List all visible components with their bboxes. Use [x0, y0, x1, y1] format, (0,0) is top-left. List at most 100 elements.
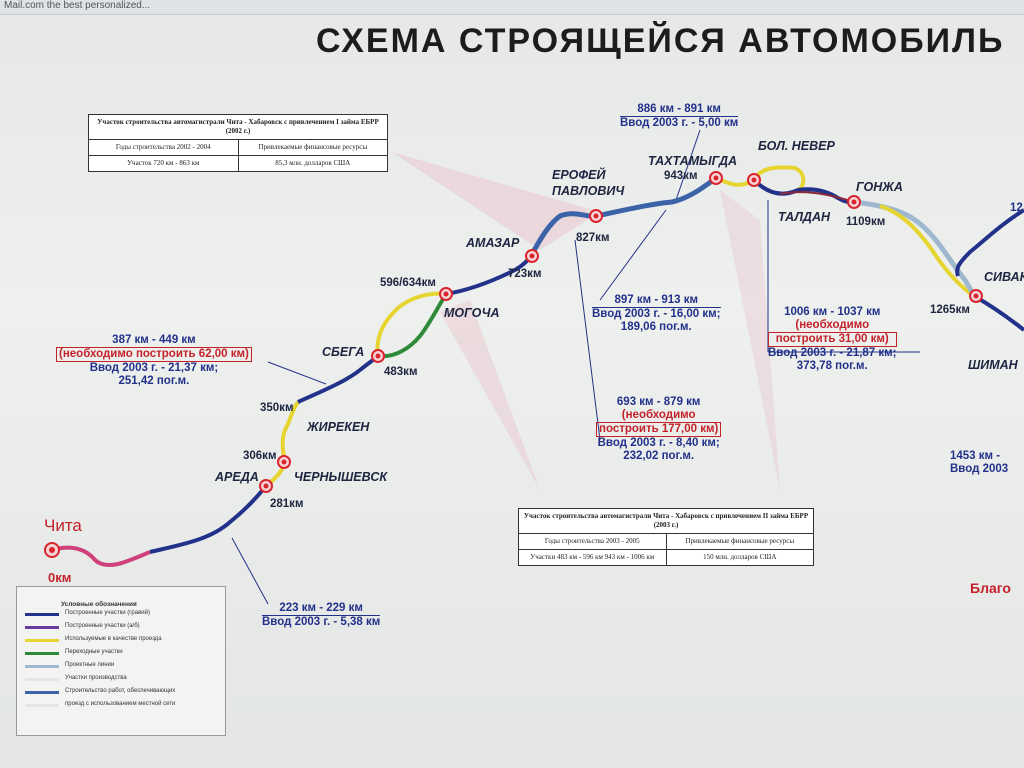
- legend-swatch: [25, 691, 59, 694]
- callout-223-input: Ввод 2003 г. - 5,38 км: [262, 616, 381, 628]
- legend-swatch: [25, 613, 59, 616]
- label-chita: Чита: [44, 516, 82, 535]
- callout-1006-need1: (необходимо: [795, 319, 870, 331]
- label-km827: 827км: [576, 232, 610, 244]
- legend-swatch: [25, 665, 59, 668]
- loan-table-2-title: Участок строительства автомагистрали Чит…: [519, 509, 813, 534]
- label-shiman: ШИМАН: [968, 358, 1018, 372]
- route-blue-8: [973, 294, 1024, 332]
- legend-title: Условные обозначения: [61, 601, 137, 608]
- callout-693-range: 693 км - 879 км: [616, 396, 701, 408]
- legend-item-label: Строительство работ, обеспечивающих: [65, 688, 176, 694]
- callout-886: 886 км - 891 км Ввод 2003 г. - 5,00 км: [620, 103, 739, 130]
- label-km483: 483км: [384, 366, 418, 378]
- label-blago: Благо: [970, 580, 1011, 596]
- callout-886-input: Ввод 2003 г. - 5,00 км: [620, 117, 739, 129]
- legend-item-label: проезд с использованием местной сети: [65, 701, 176, 707]
- loan-table-1-col2-val: 85,3 млн. долларов США: [237, 156, 388, 171]
- legend-item: Построенные участки (а/б): [17, 621, 225, 634]
- legend-item-label: Переходные участки: [65, 649, 123, 655]
- label-zero-km: 0км: [48, 570, 72, 585]
- label-km281: 281км: [270, 498, 304, 510]
- legend-item-label: Построенные участки (а/б): [65, 623, 140, 629]
- legend-item: Проектные линии: [17, 660, 225, 673]
- browser-toolbar: Mail.com the best personalized...: [0, 0, 1024, 15]
- label-erofey-1: ЕРОФЕЙ: [552, 168, 606, 182]
- callout-223-range: 223 км - 229 км: [262, 602, 381, 616]
- route-yellow-2: [375, 291, 447, 357]
- pointer-886: [675, 129, 701, 201]
- callout-693-input: Ввод 2003 г. - 8,40 км;: [597, 437, 720, 449]
- label-erofey-2: ПАВЛОВИЧ: [552, 184, 625, 198]
- loan-table-2-col2-val: 150 млн. долларов США: [665, 550, 814, 565]
- loan-table-2-col1-head: Годы строительства 2003 - 2005: [544, 537, 640, 545]
- loan-table-1-col1-val: Участок 720 км - 863 км: [127, 159, 200, 167]
- label-zhireken: ЖИРЕКЕН: [307, 420, 370, 434]
- legend-item-label: Участки производства: [65, 675, 127, 681]
- station-marker-sivak: [969, 289, 983, 303]
- legend-swatch: [25, 652, 59, 655]
- label-sivak: СИВАК: [984, 270, 1024, 284]
- callout-387-extra: 251,42 пог.м.: [118, 375, 190, 387]
- label-mogocha: МОГОЧА: [444, 306, 500, 320]
- route-red-6: [779, 191, 855, 203]
- callout-693-need2: построить 177,00 км): [596, 422, 722, 437]
- callout-387: 387 км - 449 км (необходимо построить 62…: [56, 334, 252, 388]
- legend-item: Используемые в качестве проезда: [17, 634, 225, 647]
- route-green: [377, 292, 448, 359]
- loan-table-1: Участок строительства автомагистрали Чит…: [88, 114, 388, 172]
- callout-wedge-table2-left: [440, 300, 540, 490]
- pointer-223: [231, 537, 269, 605]
- label-taldan: ТАЛДАН: [778, 210, 831, 224]
- label-chernyshevsk: ЧЕРНЫШЕВСК: [294, 470, 388, 484]
- callout-897-input: Ввод 2003 г. - 16,00 км;: [592, 308, 721, 320]
- pointer-693: [574, 239, 601, 441]
- route-blue-1: [149, 484, 268, 554]
- callout-693-need1: (необходимо: [621, 409, 696, 421]
- callout-1453-input: Ввод 2003: [950, 463, 1009, 475]
- callout-1453-range: 1453 км -: [950, 450, 1001, 462]
- legend-swatch: [25, 704, 59, 707]
- callout-693-extra: 232,02 пог.м.: [623, 450, 695, 462]
- legend-swatch: [25, 678, 59, 681]
- route-yellow-4: [752, 165, 806, 192]
- label-takhtamygda: ТАХТАМЫГДА: [648, 154, 738, 168]
- callout-897: 897 км - 913 км Ввод 2003 г. - 16,00 км;…: [592, 294, 721, 334]
- callout-1006-need2: построить 31,00 км): [768, 332, 897, 347]
- route-yellow-1: [264, 400, 300, 488]
- label-sbega: СБЕГА: [322, 345, 365, 359]
- callout-223: 223 км - 229 км Ввод 2003 г. - 5,38 км: [262, 602, 381, 629]
- callout-387-range: 387 км - 449 км: [112, 334, 196, 346]
- route-blue-5: [595, 175, 718, 219]
- legend-item: Строительство работ, обеспечивающих: [17, 686, 225, 699]
- pointer-387: [267, 361, 327, 385]
- station-marker-amazar: [525, 249, 539, 263]
- station-marker-takhtamygda: [709, 171, 723, 185]
- legend-items: Построенные участки (гравий) Построенные …: [17, 608, 225, 712]
- station-marker-sbega: [371, 349, 385, 363]
- station-marker-erofey: [589, 209, 603, 223]
- station-marker-chita: [44, 542, 60, 558]
- loan-table-1-col1-head: Годы строительства 2002 - 2004: [115, 143, 211, 151]
- callout-387-need: (необходимо построить 62,00 км): [56, 347, 252, 362]
- legend-item-label: Построенные участки (гравий): [65, 610, 150, 616]
- label-km306: 306км: [243, 450, 277, 462]
- loan-table-1-head-row: Годы строительства 2002 - 2004 Привлекае…: [89, 140, 387, 156]
- legend-item: Построенные участки (гравий): [17, 608, 225, 621]
- legend-item-label: Используемые в качестве проезда: [65, 636, 162, 642]
- callout-1006-input: Ввод 2003 г. - 21,87 км;: [768, 347, 897, 359]
- callout-1006-extra: 373,78 пог.м.: [796, 360, 868, 372]
- label-bol-never: БОЛ. НЕВЕР: [758, 139, 835, 153]
- callout-1006-range: 1006 км - 1037 км: [784, 306, 881, 318]
- legend-item: проезд с использованием местной сети: [17, 699, 225, 712]
- loan-table-2-col1-val: Участки 483 км - 596 км 943 км - 1006 км: [530, 553, 655, 561]
- label-km723: 723км: [508, 268, 542, 280]
- callout-387-input: Ввод 2003 г. - 21,37 км;: [89, 362, 219, 374]
- route-blue-4: [529, 211, 597, 256]
- legend-swatch: [25, 626, 59, 629]
- browser-tab-text[interactable]: Mail.com the best personalized...: [4, 0, 151, 11]
- loan-table-1-value-row: Участок 720 км - 863 км 85,3 млн. доллар…: [89, 156, 387, 171]
- legend-item: Участки производства: [17, 673, 225, 686]
- label-areda: АРЕДА: [215, 470, 259, 484]
